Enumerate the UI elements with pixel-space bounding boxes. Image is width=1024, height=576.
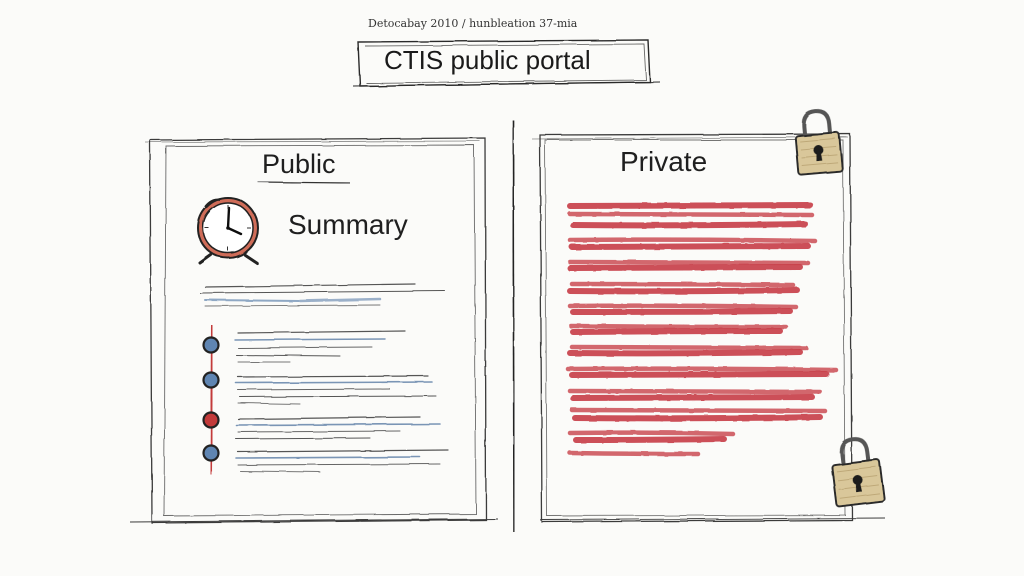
redaction-bars: [565, 202, 839, 457]
public-text-lines: [234, 330, 449, 473]
alarm-clock-icon: [197, 197, 259, 265]
redaction-bar: [569, 243, 811, 250]
padlock-icon: [830, 437, 886, 508]
summary-separator-lines: [199, 283, 446, 307]
redaction-bar: [567, 287, 800, 295]
redaction-bar: [567, 450, 701, 457]
panel-divider: [512, 119, 515, 533]
timeline-dot: [202, 444, 220, 462]
redaction-bar: [567, 259, 811, 266]
private-heading: Private: [620, 146, 708, 177]
timeline-dot: [202, 371, 220, 389]
public-heading-underline: [257, 181, 351, 184]
timeline-dots: [202, 336, 220, 462]
redaction-bar: [567, 430, 736, 437]
header-note: Detocabay 2010 / hunbleation 37-mia: [368, 17, 578, 30]
private-panel-frame: [531, 133, 886, 523]
redaction-bar: [569, 344, 809, 351]
public-heading: Public: [262, 149, 336, 179]
redaction-bar: [565, 366, 839, 373]
public-panel-frame: [129, 137, 499, 524]
redaction-bar: [569, 407, 828, 414]
redaction-bar: [567, 211, 815, 218]
redaction-bar: [567, 237, 818, 244]
redaction-bar: [567, 202, 813, 209]
redaction-bar: [572, 414, 823, 422]
redaction-bar: [569, 371, 829, 378]
redaction-bar: [570, 221, 808, 229]
redaction-bar: [567, 388, 823, 395]
redaction-bar: [573, 436, 727, 443]
redaction-bar: [570, 328, 783, 335]
padlock-icon: [794, 109, 844, 176]
summary-label: Summary: [288, 209, 408, 240]
redaction-bar: [570, 308, 793, 315]
redaction-bar: [567, 264, 803, 271]
redaction-bar: [567, 349, 803, 357]
title-box: [352, 39, 661, 87]
redaction-bar: [568, 323, 789, 330]
timeline-dot: [202, 336, 220, 354]
redaction-bar: [569, 281, 796, 288]
redaction-bar: [567, 303, 799, 310]
redaction-bar: [570, 394, 815, 401]
page-title: CTIS public portal: [384, 45, 591, 75]
timeline-dot: [202, 411, 220, 429]
